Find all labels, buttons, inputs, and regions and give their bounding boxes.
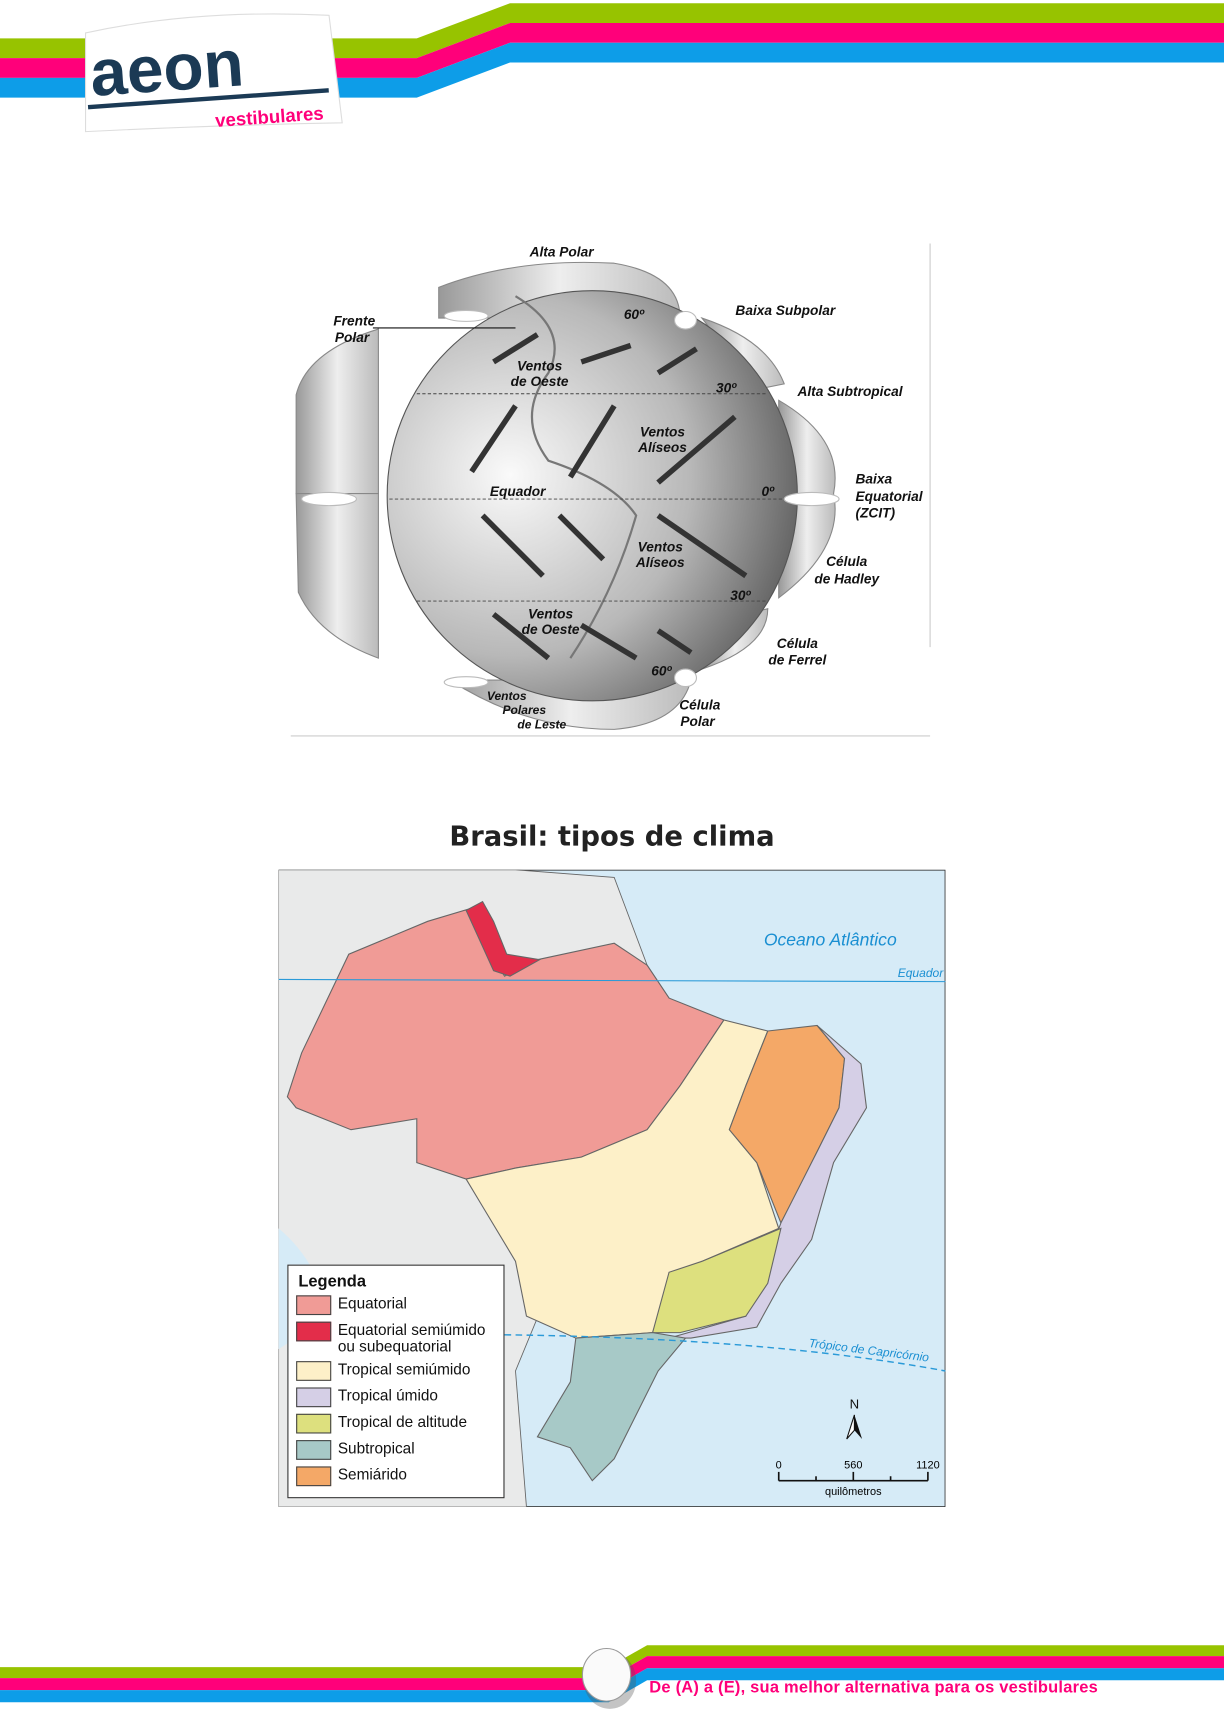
label-baixa-subpolar: Baixa Subpolar	[735, 303, 835, 318]
label-celula-polar: Polar	[680, 714, 715, 729]
region-tropical-altitude	[651, 1227, 782, 1334]
label-ventos-oeste-s: de Oeste	[522, 622, 580, 637]
map-title: Brasil: tipos de clima	[449, 820, 775, 853]
label-ventos-aliseos-s: Alíseos	[635, 555, 685, 570]
scale-tick: 0	[776, 1460, 782, 1472]
footer-bubble-icon	[581, 1647, 632, 1702]
label-frente-polar: Polar	[335, 330, 370, 345]
label-ventos-oeste-s: Ventos	[528, 607, 574, 622]
legend-item: Subtropical	[296, 1440, 503, 1460]
label-ventos-aliseos-n: Ventos	[640, 425, 686, 440]
label-ventos-polares: Polares	[503, 703, 547, 717]
legend-label: Equatorial	[337, 1294, 407, 1312]
legend-title: Legenda	[298, 1272, 366, 1291]
atmospheric-circulation-diagram: Alta Polar Frente Polar 60º Baixa Subpol…	[290, 243, 931, 737]
legend-item: Equatorial	[296, 1294, 503, 1316]
label-alta-polar: Alta Polar	[529, 245, 595, 260]
label-ventos-oeste-n: de Oeste	[511, 374, 569, 389]
label-celula-ferrel: Célula	[777, 636, 819, 651]
legend-swatch	[296, 1361, 332, 1381]
label-ventos-aliseos-n: Alíseos	[637, 440, 687, 455]
label-lat-60s: 60º	[651, 664, 672, 679]
legend-swatch	[296, 1387, 332, 1408]
label-celula-hadley: Célula	[826, 554, 868, 569]
legend-item: Tropical semiúmido	[296, 1361, 503, 1381]
legend-item: Semiárido	[296, 1465, 503, 1487]
footer-slogan: De (A) a (E), sua melhor alternativa par…	[649, 1678, 1098, 1697]
region-subtropical	[536, 1332, 687, 1482]
legend-label: Tropical de altitude	[337, 1412, 467, 1431]
north-label: N	[850, 1396, 860, 1411]
header-stripes: aeon vestibulares	[0, 3, 1224, 133]
scale-unit: quilômetros	[825, 1486, 882, 1498]
label-baixa-equatorial: Baixa	[856, 472, 893, 487]
legend-swatch	[296, 1466, 332, 1487]
legend-swatch	[296, 1440, 332, 1460]
scale-tick: 1120	[916, 1460, 940, 1472]
label-lat-60n: 60º	[624, 307, 645, 322]
label-equador: Equador	[490, 484, 546, 499]
ocean-label: Oceano Atlântico	[764, 929, 897, 949]
brazil-climate-map: Oceano Atlântico Equador Trópico de Capr…	[278, 869, 946, 1508]
legend-swatch	[296, 1413, 332, 1434]
legend-label: Semiárido	[337, 1465, 407, 1483]
legend-swatch	[296, 1321, 332, 1342]
label-ventos-oeste-n: Ventos	[517, 359, 563, 374]
label-lat-30s: 30º	[730, 588, 751, 603]
legend-label: ou subequatorial	[337, 1336, 452, 1355]
equator-label: Equador	[898, 966, 945, 980]
legend-label: Subtropical	[337, 1439, 415, 1457]
label-baixa-equatorial: Equatorial	[856, 489, 924, 504]
label-ventos-polares: de Leste	[517, 717, 566, 731]
scale-tick: 560	[844, 1460, 862, 1472]
label-celula-hadley: de Hadley	[814, 571, 880, 586]
aeon-logo: aeon vestibulares	[85, 13, 343, 133]
label-lat-0: 0º	[761, 484, 775, 499]
footer-stripes	[0, 1645, 1224, 1709]
scale-bar	[777, 1471, 929, 1482]
legend-label: Equatorial semiúmido	[337, 1320, 486, 1339]
region-equatorial-semiumido	[465, 900, 542, 977]
label-lat-30n: 30º	[716, 381, 737, 396]
label-frente-polar: Frente	[333, 314, 375, 329]
label-celula-polar: Célula	[679, 698, 721, 713]
label-baixa-equatorial: (ZCIT)	[856, 506, 896, 521]
legend-label: Tropical úmido	[337, 1386, 438, 1404]
legend-item: Tropical de altitude	[296, 1412, 503, 1434]
label-celula-ferrel: de Ferrel	[768, 653, 827, 668]
label-ventos-aliseos-s: Ventos	[638, 540, 684, 555]
legend-item: Tropical úmido	[296, 1386, 503, 1408]
legend-swatch	[296, 1295, 332, 1316]
label-ventos-polares: Ventos	[487, 689, 527, 703]
label-alta-subtropical: Alta Subtropical	[796, 384, 903, 399]
legend-label: Tropical semiúmido	[337, 1360, 471, 1378]
region-equatorial	[286, 904, 725, 1180]
